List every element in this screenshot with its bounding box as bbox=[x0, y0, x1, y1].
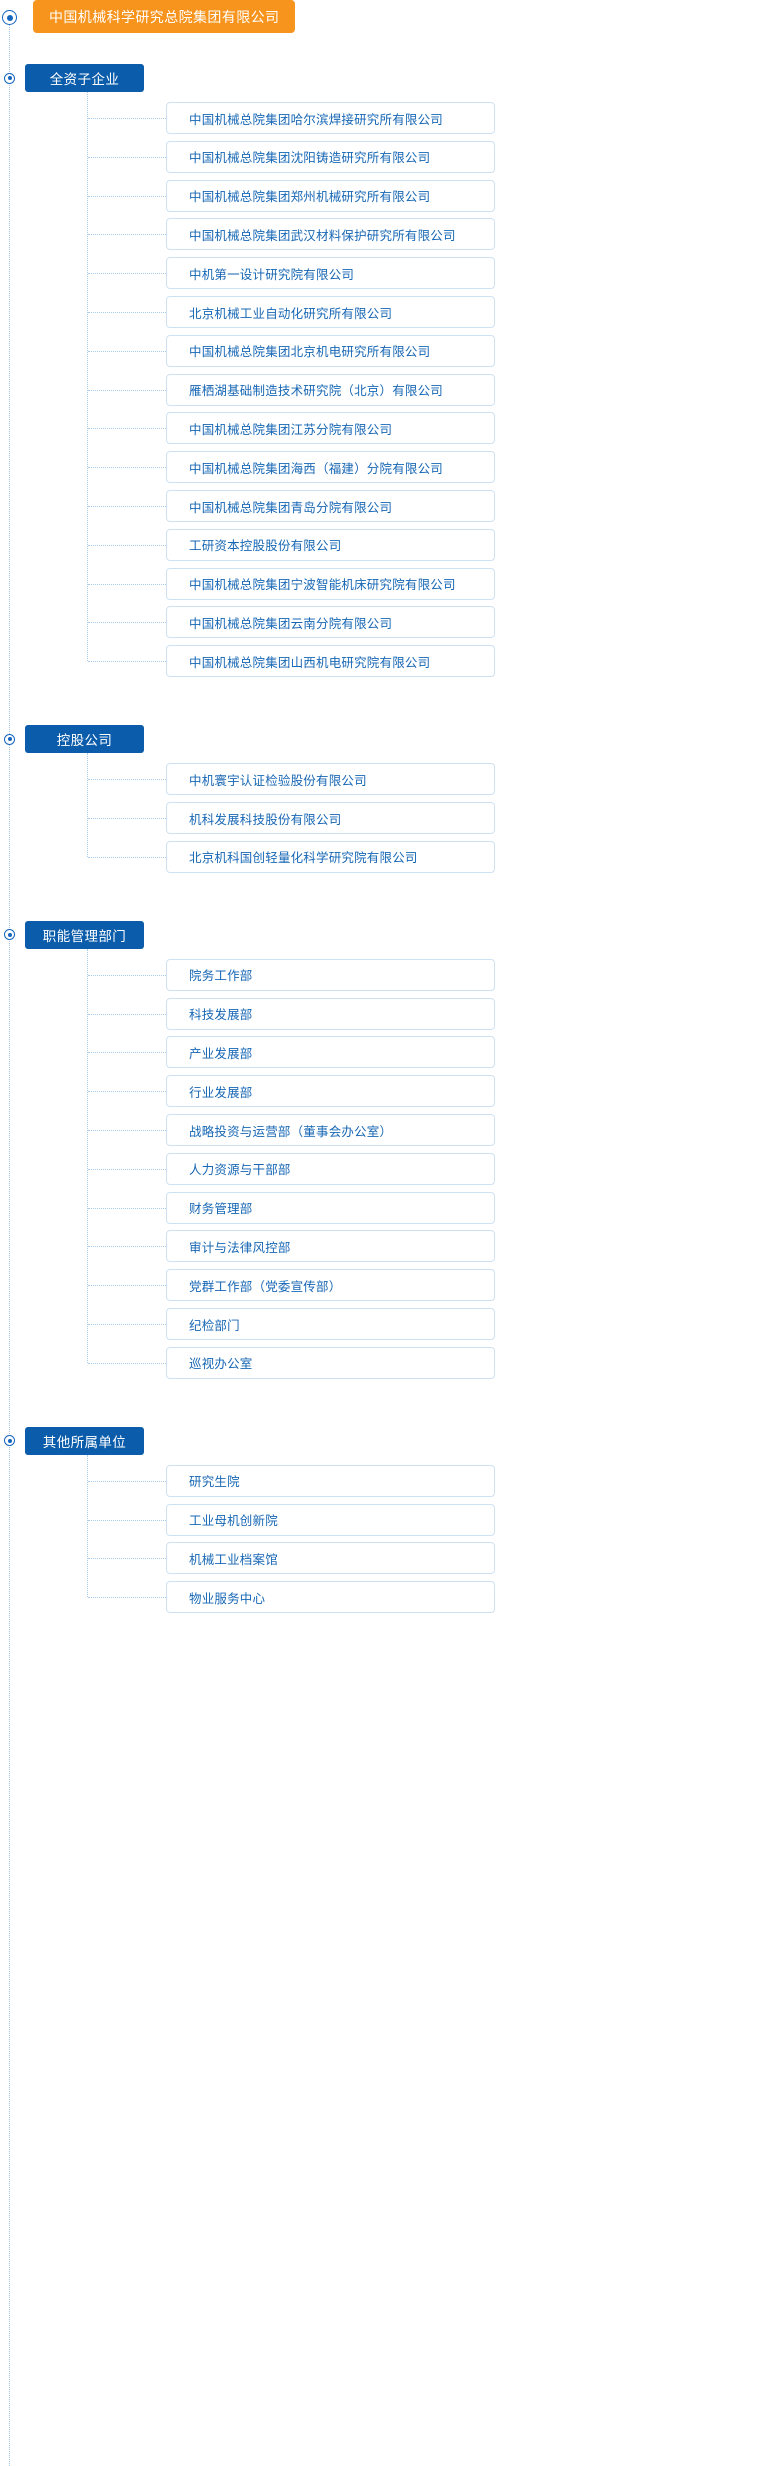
leaf-node[interactable]: 中机第一设计研究院有限公司 bbox=[166, 257, 495, 290]
leaf-connector bbox=[88, 506, 166, 507]
leaf-node[interactable]: 人力资源与干部部 bbox=[166, 1152, 495, 1185]
leaf-connector bbox=[88, 389, 166, 391]
leaf-connector bbox=[88, 1207, 166, 1209]
leaf-node[interactable]: 中国机械总院集团北京机电研究所有限公司 bbox=[166, 334, 495, 367]
leaf-connector bbox=[88, 622, 166, 624]
leaf-node[interactable]: 纪检部门 bbox=[166, 1308, 495, 1340]
leaf-node[interactable]: 物业服务中心 bbox=[166, 1581, 495, 1614]
root-node[interactable]: 中国机械科学研究总院集团有限公司 bbox=[33, 0, 296, 33]
leaf-node[interactable]: 战略投资与运营部（董事会办公室） bbox=[166, 1114, 495, 1146]
leaf-node[interactable]: 中国机械总院集团海西（福建）分院有限公司 bbox=[166, 451, 495, 484]
group-node-wholly-owned[interactable]: 全资子企业 bbox=[25, 64, 144, 92]
leaf-connector bbox=[88, 974, 166, 976]
group-trunk-connector bbox=[87, 92, 88, 662]
leaf-connector bbox=[88, 234, 166, 236]
leaf-connector bbox=[88, 195, 166, 197]
leaf-connector bbox=[88, 350, 166, 352]
leaf-connector bbox=[88, 544, 166, 546]
leaf-node[interactable]: 中国机械总院集团武汉材料保护研究所有限公司 bbox=[166, 218, 495, 251]
leaf-connector bbox=[88, 273, 166, 275]
leaf-node[interactable]: 产业发展部 bbox=[166, 1036, 495, 1069]
leaf-connector bbox=[88, 661, 166, 663]
group-node-other-units[interactable]: 其他所属单位 bbox=[25, 1426, 144, 1455]
leaf-node[interactable]: 科技发展部 bbox=[166, 997, 495, 1030]
leaf-node[interactable]: 北京机械工业自动化研究所有限公司 bbox=[166, 296, 495, 328]
group-node-functional[interactable]: 职能管理部门 bbox=[25, 920, 144, 949]
leaf-connector bbox=[88, 467, 166, 469]
leaf-connector bbox=[88, 1558, 166, 1560]
leaf-node[interactable]: 研究生院 bbox=[166, 1464, 495, 1497]
leaf-connector bbox=[88, 118, 166, 119]
leaf-connector bbox=[88, 1246, 166, 1248]
leaf-connector bbox=[88, 312, 166, 313]
leaf-connector bbox=[88, 856, 166, 858]
leaf-node[interactable]: 机科发展科技股份有限公司 bbox=[166, 802, 495, 834]
leaf-node[interactable]: 院务工作部 bbox=[166, 958, 495, 991]
group-marker-other-units[interactable] bbox=[4, 1435, 15, 1447]
leaf-connector bbox=[88, 583, 166, 585]
leaf-connector bbox=[88, 1480, 166, 1482]
root-spine-connector bbox=[9, 22, 10, 2466]
leaf-connector bbox=[88, 1597, 166, 1599]
leaf-connector bbox=[88, 156, 166, 158]
group-marker-wholly-owned[interactable] bbox=[4, 72, 15, 84]
leaf-node[interactable]: 中国机械总院集团山西机电研究院有限公司 bbox=[166, 645, 495, 678]
leaf-connector bbox=[88, 1052, 166, 1054]
leaf-connector bbox=[88, 1130, 166, 1131]
leaf-connector bbox=[88, 1519, 166, 1521]
group-trunk-connector bbox=[87, 948, 88, 1363]
leaf-connector bbox=[88, 1324, 166, 1325]
leaf-node[interactable]: 北京机科国创轻量化科学研究院有限公司 bbox=[166, 840, 495, 873]
leaf-node[interactable]: 财务管理部 bbox=[166, 1191, 495, 1224]
leaf-connector bbox=[88, 1013, 166, 1015]
leaf-connector bbox=[88, 1285, 166, 1287]
leaf-node[interactable]: 行业发展部 bbox=[166, 1075, 495, 1108]
group-trunk-connector bbox=[87, 1454, 88, 1598]
root-node-marker[interactable] bbox=[2, 10, 17, 25]
leaf-node[interactable]: 中国机械总院集团宁波智能机床研究院有限公司 bbox=[166, 567, 495, 600]
leaf-connector bbox=[88, 428, 166, 430]
leaf-connector bbox=[88, 1091, 166, 1093]
leaf-node[interactable]: 中机寰宇认证检验股份有限公司 bbox=[166, 763, 495, 796]
leaf-node[interactable]: 中国机械总院集团哈尔滨焊接研究所有限公司 bbox=[166, 102, 495, 134]
leaf-node[interactable]: 中国机械总院集团沈阳铸造研究所有限公司 bbox=[166, 140, 495, 173]
leaf-node[interactable]: 中国机械总院集团江苏分院有限公司 bbox=[166, 412, 495, 445]
leaf-connector bbox=[88, 1362, 166, 1364]
leaf-node[interactable]: 审计与法律风控部 bbox=[166, 1230, 495, 1263]
group-trunk-connector bbox=[87, 753, 88, 857]
leaf-node[interactable]: 中国机械总院集团青岛分院有限公司 bbox=[166, 490, 495, 522]
leaf-node[interactable]: 中国机械总院集团郑州机械研究所有限公司 bbox=[166, 179, 495, 212]
leaf-node[interactable]: 党群工作部（党委宣传部） bbox=[166, 1269, 495, 1302]
leaf-node[interactable]: 工业母机创新院 bbox=[166, 1503, 495, 1536]
group-node-holding[interactable]: 控股公司 bbox=[25, 725, 144, 754]
leaf-node[interactable]: 巡视办公室 bbox=[166, 1346, 495, 1379]
leaf-connector bbox=[88, 1168, 166, 1170]
leaf-node[interactable]: 中国机械总院集团云南分院有限公司 bbox=[166, 606, 495, 639]
leaf-node[interactable]: 雁栖湖基础制造技术研究院（北京）有限公司 bbox=[166, 373, 495, 406]
leaf-connector bbox=[88, 818, 166, 819]
leaf-node[interactable]: 工研资本控股股份有限公司 bbox=[166, 528, 495, 561]
leaf-node[interactable]: 机械工业档案馆 bbox=[166, 1542, 495, 1575]
group-marker-holding[interactable] bbox=[4, 733, 15, 745]
leaf-connector bbox=[88, 779, 166, 781]
group-marker-functional[interactable] bbox=[4, 929, 15, 941]
